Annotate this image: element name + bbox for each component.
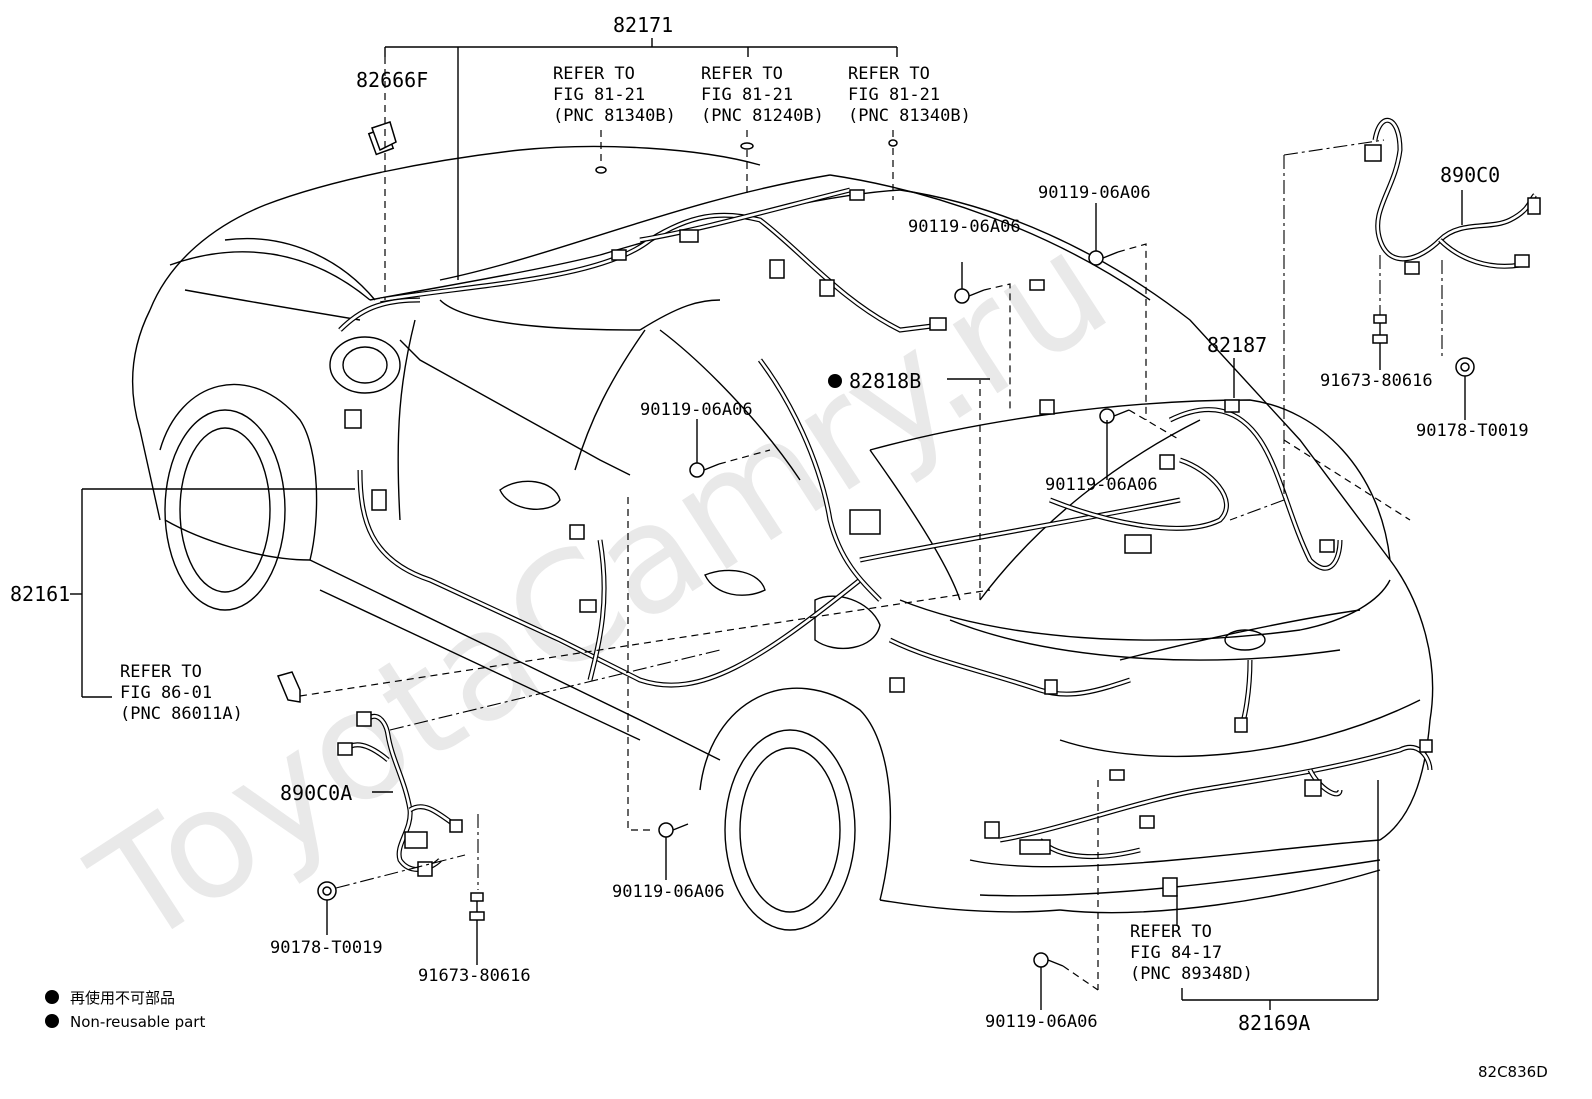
ref-4-line-3: (PNC 86011A): [120, 704, 243, 724]
label-82666F: 82666F: [356, 68, 428, 92]
legend: 再使用不可部品 Non-reusable part: [45, 989, 205, 1031]
legend-item-en: Non-reusable part: [70, 1013, 205, 1031]
label-82169A: 82169A: [1238, 1011, 1310, 1035]
label-82187: 82187: [1207, 333, 1267, 357]
nut-icon: [317, 881, 337, 901]
reference-notes: REFER TO FIG 81-21 (PNC 81340B) REFER TO…: [120, 64, 1253, 984]
label-nut-left: 90178-T0019: [270, 938, 383, 958]
label-82161: 82161: [10, 582, 70, 606]
ref-1-line-2: FIG 81-21: [553, 85, 645, 105]
ref-2-line-2: FIG 81-21: [701, 85, 793, 105]
ref-5-line-3: (PNC 89348D): [1130, 964, 1253, 984]
ref-3-line-3: (PNC 81340B): [848, 106, 971, 126]
label-bolt-a: 90119-06A06: [1038, 183, 1151, 203]
label-nut-right: 90178-T0019: [1416, 421, 1529, 441]
label-890C0: 890C0: [1440, 163, 1500, 187]
label-bolt-f: 90119-06A06: [985, 1012, 1098, 1032]
bolt-icon: [1099, 408, 1130, 424]
label-bolt-d: 90119-06A06: [1045, 475, 1158, 495]
legend-item-jp: 再使用不可部品: [70, 989, 175, 1007]
ref-2-line-3: (PNC 81240B): [701, 106, 824, 126]
ref-5-line-1: REFER TO: [1130, 922, 1212, 942]
bolt-icon: [658, 822, 689, 838]
label-clip-left: 91673-80616: [418, 966, 531, 986]
ref-1-line-1: REFER TO: [553, 64, 635, 84]
leader-lines: [70, 38, 1466, 1010]
label-890C0A: 890C0A: [280, 781, 352, 805]
watermark: ToyotaCamry.ru: [64, 200, 1137, 981]
label-clip-right: 91673-80616: [1320, 371, 1433, 391]
diagram-code: 82C836D: [1478, 1063, 1548, 1081]
nut-icon: [1455, 357, 1475, 377]
clip-icon: [469, 892, 485, 921]
non-reusable-dot-icon: [828, 374, 842, 388]
ref-1-line-3: (PNC 81340B): [553, 106, 676, 126]
ref-3-line-1: REFER TO: [848, 64, 930, 84]
part-labels: 82171 82666F 890C0 82187 82818B 82161 89…: [10, 13, 1529, 1035]
ref-3-line-2: FIG 81-21: [848, 85, 940, 105]
vehicle-body: [131, 145, 1434, 931]
bolt-icon: [1033, 952, 1064, 968]
label-bolt-b: 90119-06A06: [908, 217, 1021, 237]
label-bolt-e: 90119-06A06: [612, 882, 725, 902]
harness-890C0A: [337, 711, 463, 877]
ref-4-line-1: REFER TO: [120, 662, 202, 682]
harness-890C0: [1364, 117, 1541, 275]
label-bolt-c: 90119-06A06: [640, 400, 753, 420]
label-82171: 82171: [613, 13, 673, 37]
label-82818B: 82818B: [849, 369, 921, 393]
ref-4-line-2: FIG 86-01: [120, 683, 212, 703]
ref-2-line-1: REFER TO: [701, 64, 783, 84]
clip-icon: [1372, 314, 1388, 344]
filled-dot-icon: [45, 1014, 59, 1028]
bolt-icon: [1088, 250, 1119, 266]
ref-5-line-2: FIG 84-17: [1130, 943, 1222, 963]
filled-dot-icon: [45, 990, 59, 1004]
